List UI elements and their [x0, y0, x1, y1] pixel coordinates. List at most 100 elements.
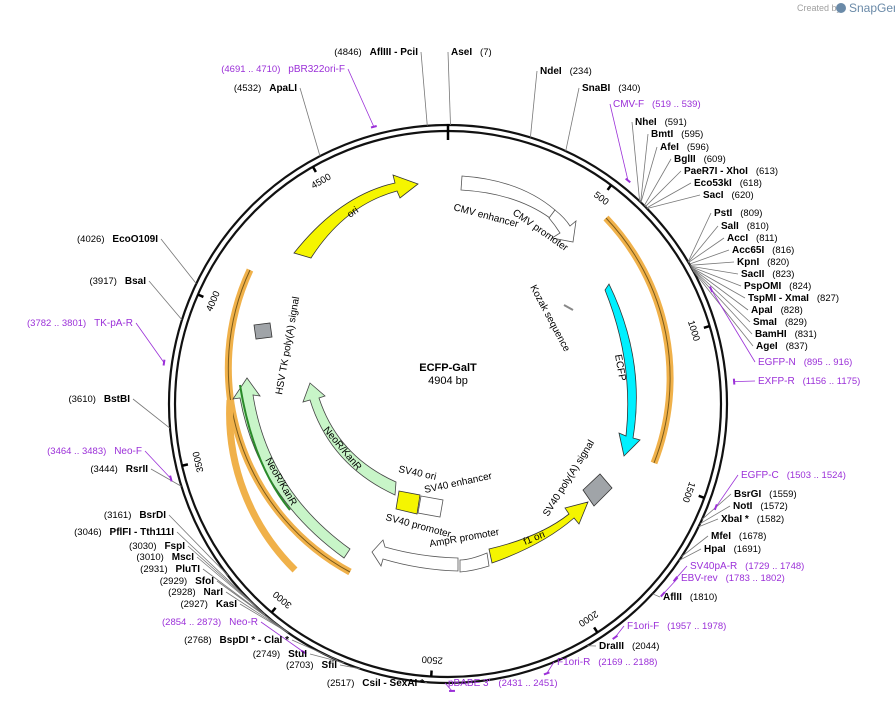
- site-label[interactable]: MfeI (1678): [711, 531, 766, 542]
- site-sep: -: [131, 527, 140, 538]
- site-label[interactable]: DraIII (2044): [599, 641, 659, 652]
- site-label[interactable]: (2929) SfoI: [160, 576, 214, 587]
- site-position: (3161): [104, 510, 131, 521]
- site-name: AseI: [451, 47, 472, 58]
- site-label[interactable]: KpnI (820): [737, 257, 789, 268]
- primer-leader-line: [734, 381, 755, 382]
- site-label[interactable]: HpaI (1691): [704, 544, 761, 555]
- site-label[interactable]: (2749) StuI: [253, 649, 307, 660]
- site-label[interactable]: (2768) BspDI * - ClaI *: [184, 635, 289, 646]
- site-text: NdeI (234): [540, 66, 592, 77]
- site-gap: [102, 527, 110, 538]
- site-label[interactable]: NdeI (234): [540, 66, 592, 77]
- site-label[interactable]: AccI (811): [727, 233, 778, 244]
- site-position: (2931): [140, 564, 167, 575]
- site-text: AflII (1810): [663, 592, 717, 603]
- site-label[interactable]: XbaI * (1582): [721, 514, 784, 525]
- primer-label[interactable]: F1ori-R (2169 .. 2188): [557, 657, 657, 668]
- primer-label[interactable]: (3464 .. 3483) Neo-F: [47, 446, 142, 457]
- site-name: TspMI: [748, 293, 776, 304]
- primer-label[interactable]: CMV-F (519 .. 539): [613, 99, 701, 110]
- site-name: KasI: [216, 599, 237, 610]
- tick-mark: [313, 167, 316, 172]
- site-text: (2928) NarI: [168, 587, 223, 598]
- site-label[interactable]: SmaI (829): [753, 317, 807, 328]
- site-label[interactable]: SalI (810): [721, 221, 769, 232]
- site-gap: [748, 166, 756, 177]
- site-label[interactable]: ApaI (828): [751, 305, 803, 316]
- site-label[interactable]: (2703) SfiI: [286, 660, 337, 671]
- site-label[interactable]: BmtI (595): [651, 129, 703, 140]
- site-label[interactable]: BamHI (831): [755, 329, 817, 340]
- site-gap: [731, 531, 739, 542]
- primer-label[interactable]: (4691 .. 4710) pBR322ori-F: [221, 64, 345, 75]
- primer-label[interactable]: pBABE 3' (2431 .. 2451): [448, 678, 558, 689]
- primer-label[interactable]: EXFP-R (1156 .. 1175): [758, 376, 860, 387]
- site-label[interactable]: PaeR7I - XhoI (613): [684, 166, 778, 177]
- site-name: ApaI: [751, 305, 773, 316]
- site-position: (3010): [136, 552, 163, 563]
- primer-marker: [710, 287, 712, 292]
- primer-label[interactable]: EGFP-C (1503 .. 1524): [741, 470, 846, 481]
- site-label[interactable]: NotI (1572): [733, 501, 788, 512]
- site-label[interactable]: BsrGI (1559): [734, 489, 797, 500]
- site-label[interactable]: (2517) CsiI - SexAI *: [327, 678, 424, 689]
- site-name: Eco53kI: [694, 178, 732, 189]
- site-label[interactable]: AfeI (596): [660, 142, 709, 153]
- site-label[interactable]: AgeI (837): [756, 341, 808, 352]
- tick-label: 500: [591, 190, 610, 208]
- site-label[interactable]: (4846) AflIII - PciI: [334, 47, 418, 58]
- site-gap: [208, 599, 216, 610]
- site-label[interactable]: (3161) BsrDI: [104, 510, 166, 521]
- site-label[interactable]: (3030) FspI: [129, 541, 185, 552]
- site-label[interactable]: (2931) PluTI: [140, 564, 200, 575]
- site-label[interactable]: (3610) BstBI: [68, 394, 130, 405]
- site-position: (827): [817, 293, 839, 304]
- primer-text: CMV-F (519 .. 539): [613, 99, 701, 110]
- primer-label[interactable]: SV40pA-R (1729 .. 1748): [690, 561, 804, 572]
- site-label[interactable]: AflII (1810): [663, 592, 717, 603]
- site-position: (595): [681, 129, 703, 140]
- site-label[interactable]: (3444) RsrII: [90, 464, 148, 475]
- site-label[interactable]: (4532) ApaLI: [234, 83, 297, 94]
- site-label[interactable]: (2928) NarI: [168, 587, 223, 598]
- site-label[interactable]: (3917) BsaI: [89, 276, 146, 287]
- primer-leader-line: [348, 69, 374, 127]
- site-label[interactable]: (2927) KasI: [180, 599, 237, 610]
- site-label[interactable]: NheI (591): [635, 117, 687, 128]
- site-label[interactable]: SacII (823): [741, 269, 794, 280]
- site-label[interactable]: PspOMI (824): [744, 281, 811, 292]
- site-label[interactable]: Acc65I (816): [732, 245, 794, 256]
- site-label[interactable]: (3010) MscI: [136, 552, 194, 563]
- site-position: (829): [785, 317, 807, 328]
- site-text: (2703) SfiI: [286, 660, 337, 671]
- site-gap: [354, 678, 362, 689]
- site-label[interactable]: TspMI - XmaI (827): [748, 293, 839, 304]
- site-name: RsrII: [126, 464, 148, 475]
- primer-label[interactable]: EBV-rev (1783 .. 1802): [681, 573, 785, 584]
- primer-name: CMV-F: [613, 99, 644, 110]
- site-gap: [117, 276, 125, 287]
- site-label[interactable]: BglII (609): [674, 154, 726, 165]
- site-label[interactable]: PstI (809): [714, 208, 762, 219]
- site-label[interactable]: AseI (7): [451, 47, 492, 58]
- primer-label[interactable]: (2854 .. 2873) Neo-R: [162, 617, 258, 628]
- primer-label[interactable]: F1ori-F (1957 .. 1978): [627, 621, 726, 632]
- site-text: BmtI (595): [651, 129, 703, 140]
- primer-label[interactable]: (3782 .. 3801) TK-pA-R: [27, 318, 133, 329]
- site-label[interactable]: Eco53kI (618): [694, 178, 762, 189]
- ampr-promoter-arrow: [460, 553, 489, 572]
- site-name: PstI: [714, 208, 733, 219]
- site-label[interactable]: (4026) EcoO109I: [77, 234, 158, 245]
- site-name: SacII: [741, 269, 765, 280]
- site-label[interactable]: SacI (620): [703, 190, 754, 201]
- primer-label[interactable]: EGFP-N (895 .. 916): [758, 357, 852, 368]
- site-gap: [196, 587, 204, 598]
- site-text: BsrGI (1559): [734, 489, 797, 500]
- site-label[interactable]: (3046) PflFI - Tth111I: [74, 527, 174, 538]
- site-sep: -: [717, 166, 726, 177]
- site-gap: [624, 641, 632, 652]
- tick-mark: [699, 496, 705, 498]
- site-leader-line: [690, 262, 734, 265]
- site-label[interactable]: SnaBI (340): [582, 83, 640, 94]
